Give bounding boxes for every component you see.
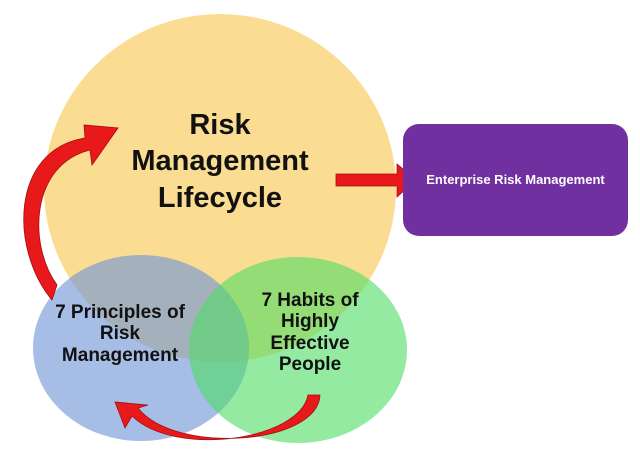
enterprise-risk-management-box (403, 124, 628, 236)
habits-label: 7 Habits of Highly Effective People (261, 290, 359, 375)
principles-circle (33, 255, 249, 441)
principles-label: 7 Principles of Risk Management (55, 302, 185, 366)
curved-arrow-back-icon (114, 394, 321, 441)
main-circle-label: Risk Management Lifecycle (131, 109, 309, 214)
enterprise-risk-management-label: Enterprise Risk Management (426, 172, 605, 187)
habits-circle (189, 257, 407, 443)
curved-arrow-up-icon (23, 124, 119, 301)
